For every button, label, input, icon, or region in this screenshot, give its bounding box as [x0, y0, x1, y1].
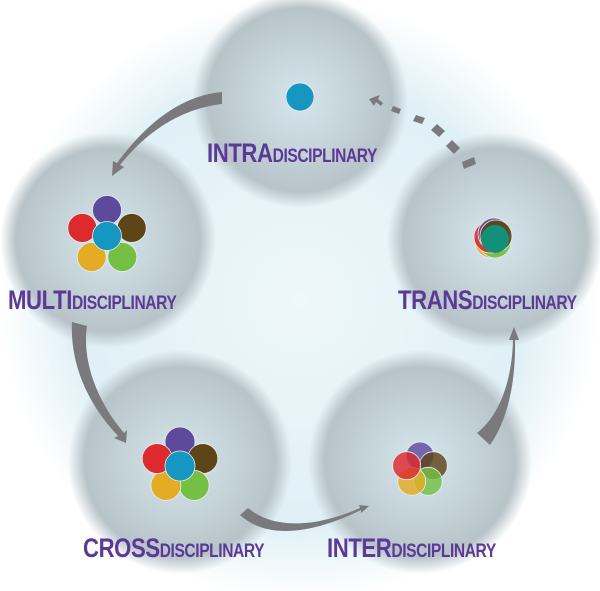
label-cross-suffix: DISCIPLINARY — [159, 541, 265, 562]
single-discipline-dot-icon — [285, 82, 315, 112]
arrow-intra-multi — [112, 92, 222, 176]
overlapping-discipline-dots-icon — [392, 441, 448, 496]
label-cross: CROSSDISCIPLINARY — [83, 533, 265, 564]
dash-segment — [462, 157, 476, 169]
arrow-trans-intra-dashed — [369, 95, 476, 169]
discipline-dot-yellow — [76, 242, 107, 272]
cycle-arrows — [71, 92, 519, 531]
label-cross-prefix: CROSS — [83, 533, 160, 563]
discipline-dot-blue — [92, 221, 122, 251]
arrow-multi-cross — [71, 322, 127, 443]
label-multi-prefix: MULTI — [8, 285, 72, 315]
dashed-arrowhead — [369, 95, 383, 106]
touching-discipline-dots-icon — [141, 426, 219, 501]
label-inter-prefix: INTER — [327, 533, 392, 563]
dash-segment — [431, 124, 445, 137]
arrow-cross-inter — [240, 505, 369, 531]
discipline-dot-purple — [92, 195, 122, 225]
discipline-dot-blue — [285, 82, 315, 112]
label-inter-suffix: DISCIPLINARY — [391, 541, 496, 562]
label-trans-prefix: TRANS — [398, 285, 473, 315]
dash-segment — [391, 106, 401, 114]
label-multi-suffix: DISCIPLINARY — [71, 293, 177, 314]
discipline-dot-red — [392, 451, 422, 481]
label-intra-prefix: INTRA — [207, 138, 273, 168]
merged-discipline-dot-icon — [473, 217, 513, 259]
merged-core — [481, 225, 509, 253]
discipline-dot-blue — [164, 450, 196, 482]
label-multi: MULTIDISCIPLINARY — [8, 285, 177, 316]
arrow-inter-trans — [477, 327, 519, 445]
label-intra: INTRADISCIPLINARY — [207, 138, 377, 169]
separate-discipline-dots-icon — [67, 195, 147, 272]
label-trans-suffix: DISCIPLINARY — [472, 293, 577, 314]
dash-segment — [413, 115, 425, 124]
dash-segment — [446, 140, 460, 154]
label-intra-suffix: DISCIPLINARY — [272, 146, 378, 167]
discipline-dot-green — [107, 242, 138, 272]
stage-icons — [67, 82, 513, 501]
label-inter: INTERDISCIPLINARY — [327, 533, 496, 564]
label-trans: TRANSDISCIPLINARY — [398, 285, 577, 316]
